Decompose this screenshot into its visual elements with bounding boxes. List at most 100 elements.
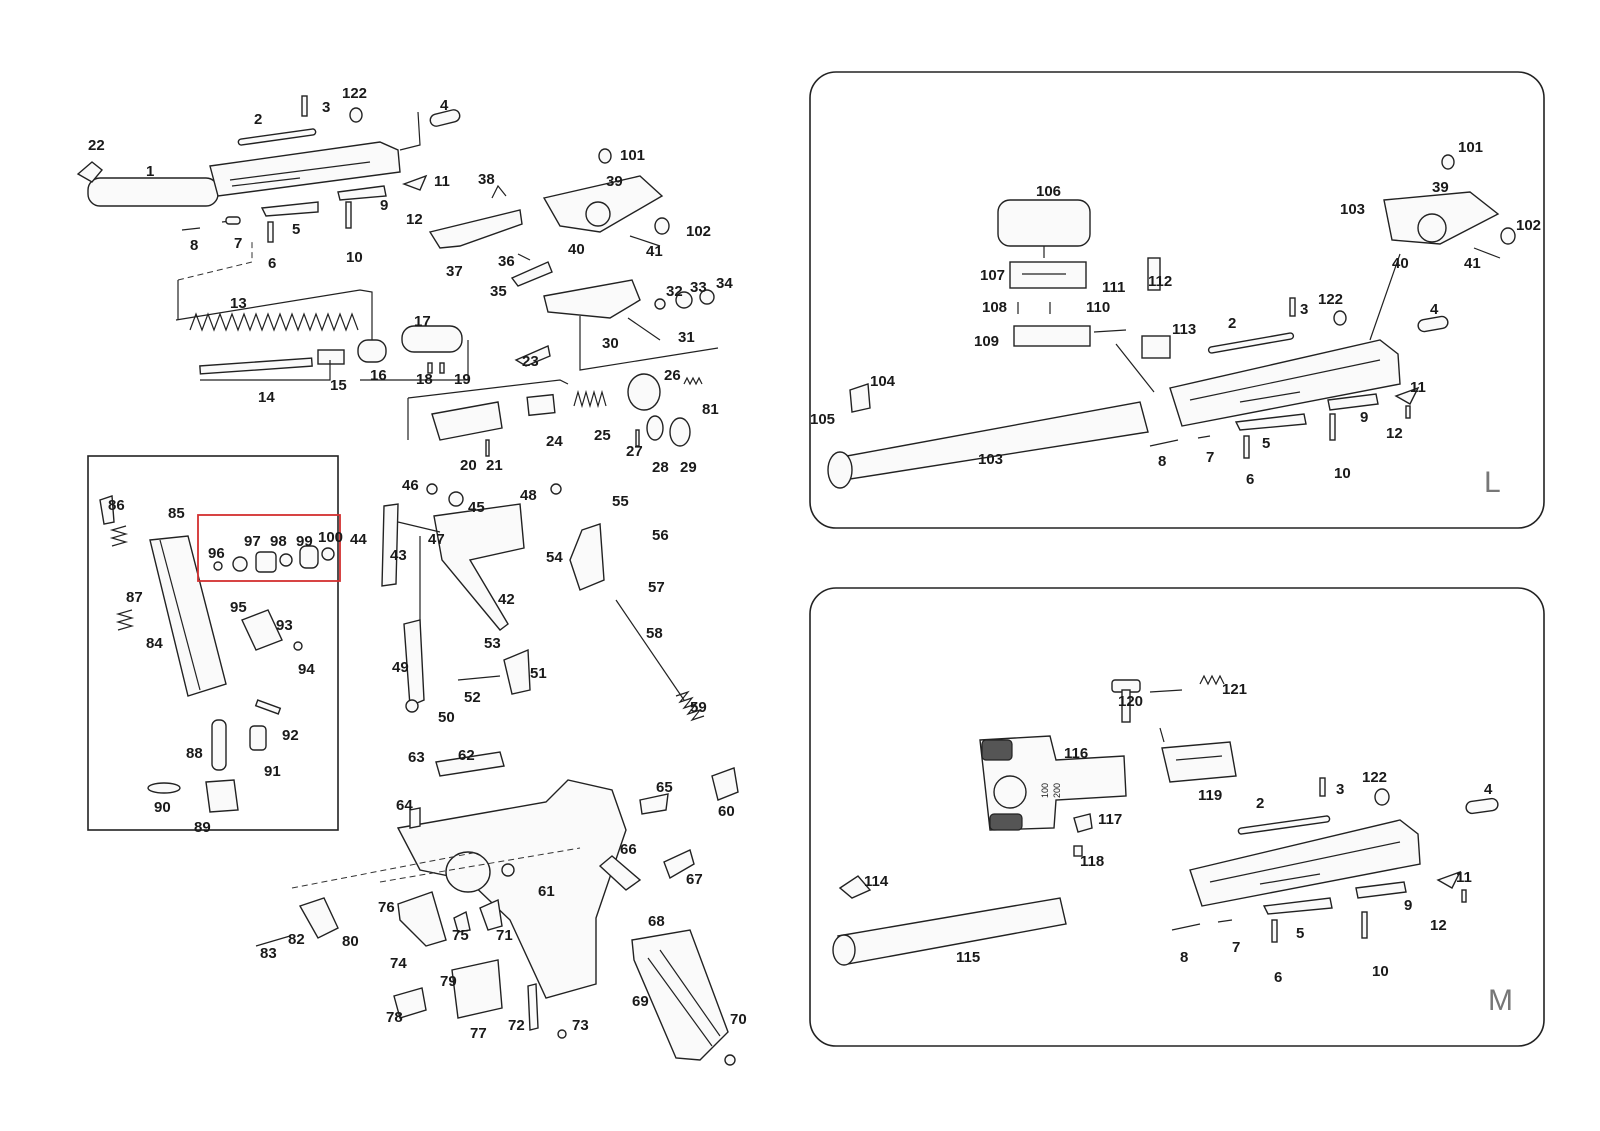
part-label: 77 <box>470 1025 487 1042</box>
part-label: 101 <box>620 147 645 164</box>
part-label: 92 <box>282 727 299 744</box>
barrel-part <box>87 177 219 207</box>
part-label: 96 <box>208 545 225 562</box>
part-label: 26 <box>664 367 681 384</box>
part-label: 122 <box>342 85 367 102</box>
part-label: 65 <box>656 779 673 796</box>
part-label: 5 <box>292 221 300 238</box>
part-label: 28 <box>652 459 669 476</box>
part-label: 105 <box>810 411 835 428</box>
part-label: 6 <box>1274 969 1282 986</box>
part-label: 57 <box>648 579 665 596</box>
part-label: 14 <box>258 389 275 406</box>
part-label: 69 <box>632 993 649 1010</box>
panel-M-receiver <box>1189 819 1421 907</box>
part-label: 83 <box>260 945 277 962</box>
part-label: 7 <box>1206 449 1214 466</box>
frame-42 <box>433 503 525 631</box>
part-label: 12 <box>1430 917 1447 934</box>
part-label: 7 <box>1232 939 1240 956</box>
part-label: 102 <box>1516 217 1541 234</box>
panel-L-tag: L <box>1484 466 1501 499</box>
part-label: 103 <box>1340 201 1365 218</box>
panel-M-part-119 <box>1161 741 1237 783</box>
part-label: 2 <box>1228 315 1236 332</box>
part-label: 4 <box>1430 301 1439 318</box>
grip-plate-77 <box>451 959 503 1019</box>
part-label: 8 <box>1158 453 1166 470</box>
part-label: 79 <box>440 973 457 990</box>
side-plate-43 <box>381 503 399 587</box>
part-label: 95 <box>230 599 247 616</box>
part-label: 21 <box>486 457 503 474</box>
part-label: 66 <box>620 841 637 858</box>
part-label: 113 <box>1172 321 1196 338</box>
part-label: 112 <box>1148 273 1172 290</box>
part-label: 29 <box>680 459 697 476</box>
part-label: 46 <box>402 477 419 494</box>
part-label: 13 <box>230 295 247 312</box>
spring-59-part <box>675 690 705 722</box>
part-label: 34 <box>716 275 733 292</box>
part-label: 8 <box>1180 949 1188 966</box>
part-label: 75 <box>452 927 469 944</box>
part-label: 88 <box>186 745 203 762</box>
part-label: 114 <box>864 873 889 890</box>
spring-13-part <box>189 312 359 332</box>
part-label: 42 <box>498 591 515 608</box>
part-label: 106 <box>1036 183 1061 200</box>
part-label: 108 <box>982 299 1007 316</box>
label-119: 119 <box>1198 787 1222 804</box>
part-label: 48 <box>520 487 537 504</box>
part-label: 93 <box>276 617 293 634</box>
grip-panel-69 <box>631 929 729 1061</box>
part-label: 5 <box>1296 925 1304 942</box>
part-label: 33 <box>690 279 707 296</box>
part-label: 51 <box>530 665 547 682</box>
part-label: 20 <box>460 457 477 474</box>
part-label: 37 <box>446 263 463 280</box>
part-label: 10 <box>1334 465 1351 482</box>
part-17 <box>401 325 463 353</box>
part-label: 30 <box>602 335 619 352</box>
part-label: 8 <box>190 237 198 254</box>
part-label: 74 <box>390 955 407 972</box>
part-label: 2 <box>1256 795 1264 812</box>
label-120: 120 <box>1118 693 1143 710</box>
part-label: 53 <box>484 635 501 652</box>
part-label: 64 <box>396 797 413 814</box>
part-label: 3 <box>1336 781 1344 798</box>
part-label: 50 <box>438 709 455 726</box>
part-label: 41 <box>1464 255 1481 272</box>
part-label: 82 <box>288 931 305 948</box>
label-116: 116 <box>1064 745 1088 762</box>
main-assembly <box>76 95 739 1066</box>
part-label: 63 <box>408 749 425 766</box>
part-label: 111 <box>1102 279 1125 296</box>
part-label: 3 <box>1300 301 1308 318</box>
part-label: 90 <box>154 799 171 816</box>
part-label: 104 <box>870 373 896 390</box>
part-label: 80 <box>342 933 359 950</box>
part-label: 3 <box>322 99 330 116</box>
part-label: 1 <box>146 163 154 180</box>
part-label: 73 <box>572 1017 589 1034</box>
grip-frame-61 <box>396 779 627 999</box>
part-label: 71 <box>496 927 513 944</box>
part-label: 5 <box>1262 435 1270 452</box>
part-label: 23 <box>522 353 539 370</box>
part-label: 85 <box>168 505 185 522</box>
part-label: 19 <box>454 371 471 388</box>
spring-25-part <box>573 389 607 409</box>
part-label: 78 <box>386 1009 403 1026</box>
lever-49 <box>403 619 425 708</box>
panel-L-frame <box>809 71 1545 529</box>
part-label: 40 <box>568 241 585 258</box>
panel-M-tag: M <box>1488 984 1513 1017</box>
part-label: 89 <box>194 819 211 836</box>
part-label: 49 <box>392 659 409 676</box>
part-label: 67 <box>686 871 703 888</box>
part-label: 15 <box>330 377 347 394</box>
